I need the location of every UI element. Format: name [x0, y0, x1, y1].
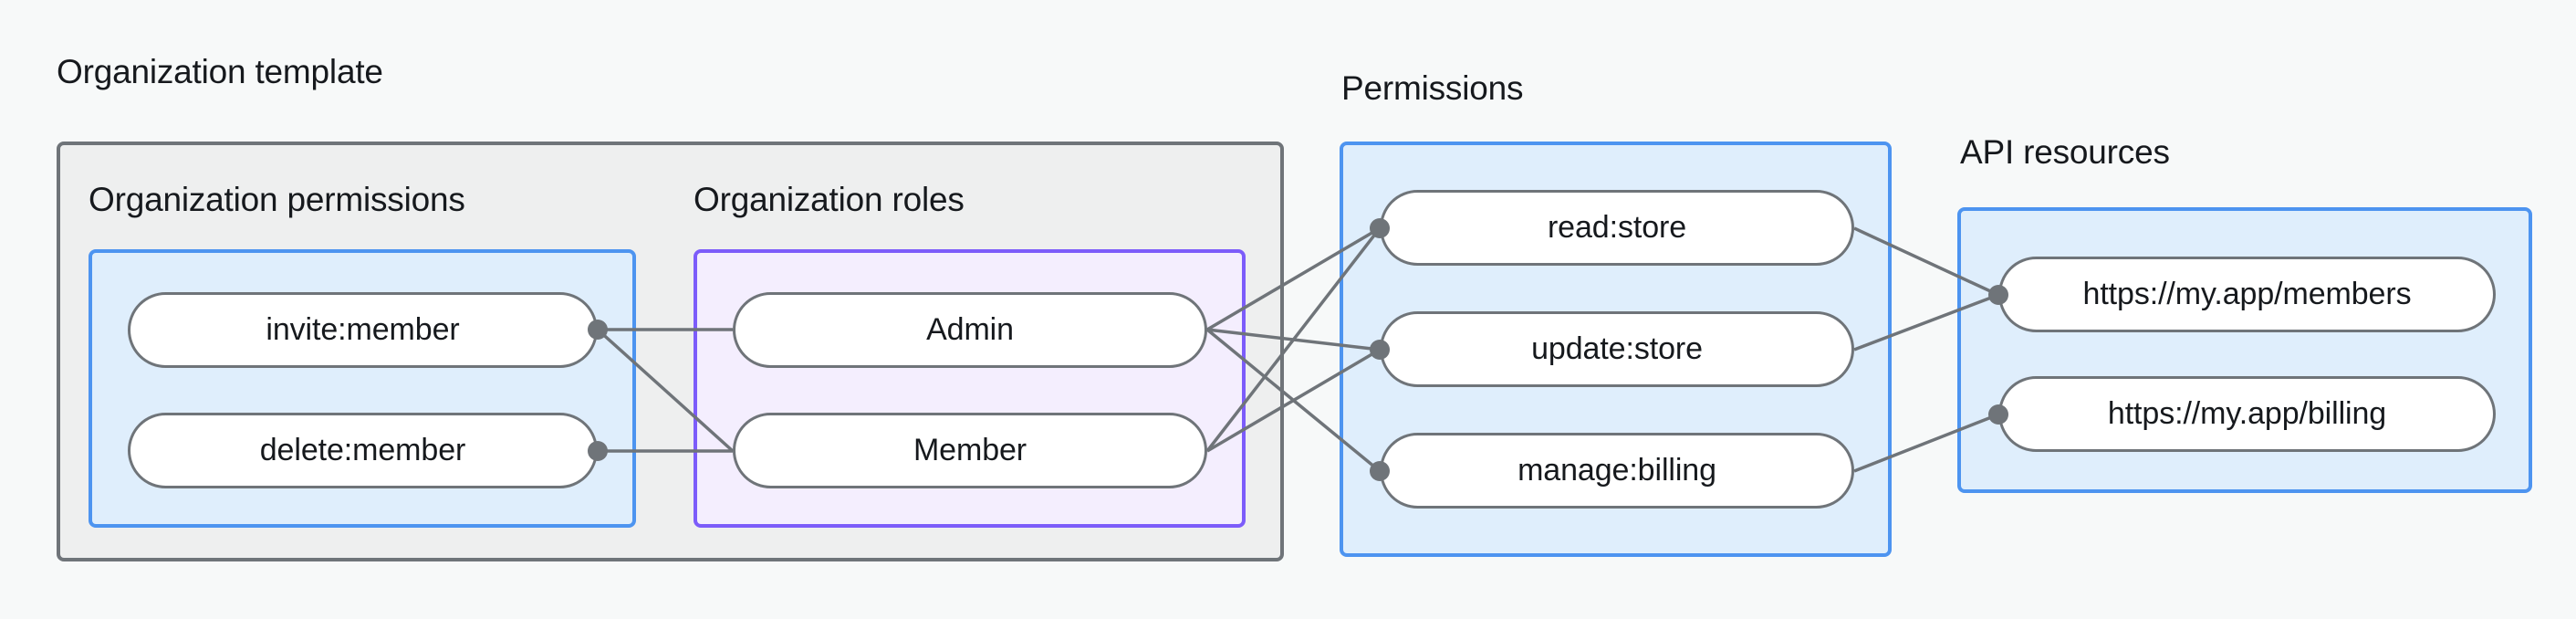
node-manage-billing[interactable]: manage:billing [1380, 433, 1854, 509]
group-title-organization-permissions: Organization permissions [89, 181, 465, 218]
node-billing-api[interactable]: https://my.app/billing [1998, 376, 2496, 452]
node-invite-member[interactable]: invite:member [128, 292, 598, 368]
node-update-store[interactable]: update:store [1380, 311, 1854, 387]
group-title-permissions: Permissions [1341, 69, 1524, 107]
group-title-organization-roles: Organization roles [694, 181, 965, 218]
node-member[interactable]: Member [733, 413, 1207, 488]
node-members-api[interactable]: https://my.app/members [1998, 257, 2496, 332]
node-read-store[interactable]: read:store [1380, 190, 1854, 266]
group-title-organization-template: Organization template [57, 53, 383, 90]
group-title-api-resources: API resources [1960, 133, 2170, 171]
node-admin[interactable]: Admin [733, 292, 1207, 368]
node-delete-member[interactable]: delete:member [128, 413, 598, 488]
